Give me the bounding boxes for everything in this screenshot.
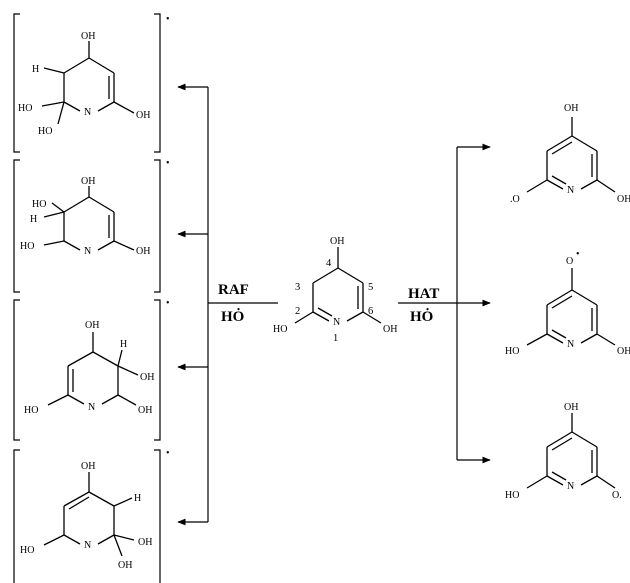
svg-text:HO: HO	[18, 103, 32, 114]
svg-text:OH: OH	[617, 194, 630, 205]
raf-adduct-2: • OH HO H HO N OH	[13, 158, 170, 293]
hat-label: HAT	[408, 286, 439, 302]
raf-adduct-3: • OH H OH HO N OH	[13, 298, 170, 441]
hat-reagent: HȮ	[410, 308, 433, 325]
svg-text:OH: OH	[136, 246, 150, 257]
svg-text:H: H	[120, 339, 127, 350]
atom-number-2: 2	[295, 306, 300, 317]
svg-text:H: H	[32, 64, 39, 75]
hat-branch: HAT HȮ	[398, 143, 491, 464]
svg-text:OH: OH	[140, 372, 154, 383]
svg-text:OH: OH	[138, 405, 152, 416]
hat-product-3: OH N HO O.	[505, 402, 622, 501]
svg-text:N: N	[567, 481, 574, 492]
svg-text:•: •	[576, 249, 580, 260]
svg-text:H: H	[134, 493, 141, 504]
central-molecule: OH N HO OH 1 2 3 4 5 6	[273, 236, 397, 344]
svg-text:OH: OH	[85, 320, 99, 331]
central-oh-4: OH	[330, 236, 344, 247]
hat-product-2: O • N HO OH	[505, 249, 630, 357]
svg-text:N: N	[567, 185, 574, 196]
svg-text:OH: OH	[81, 176, 95, 187]
raf-adduct-1: • OH H HO HO N OH	[13, 13, 170, 153]
svg-text:OH: OH	[138, 537, 152, 548]
radical-dot-1: •	[166, 14, 170, 25]
raf-reagent: HȮ	[221, 308, 244, 325]
svg-text:OH: OH	[136, 110, 150, 121]
atom-number-6: 6	[368, 306, 373, 317]
atom-number-5: 5	[368, 282, 373, 293]
svg-text:N: N	[84, 246, 91, 257]
svg-text:OH: OH	[564, 103, 578, 114]
raf-branch: RAF HȮ	[177, 83, 278, 526]
svg-text:OH: OH	[81, 461, 95, 472]
hat-product-1: OH N .O OH	[510, 103, 630, 205]
central-oh-6: OH	[383, 324, 397, 335]
svg-text:OH: OH	[617, 346, 630, 357]
atom-number-3: 3	[295, 282, 300, 293]
svg-text:N: N	[88, 402, 95, 413]
svg-text:O.: O.	[612, 490, 622, 501]
svg-text:HO: HO	[505, 490, 519, 501]
radical-dot-2: •	[166, 158, 170, 169]
svg-text:N: N	[84, 107, 91, 118]
svg-text:HO: HO	[20, 545, 34, 556]
svg-text:N: N	[567, 339, 574, 350]
svg-text:N: N	[84, 540, 91, 551]
svg-text:OH: OH	[564, 402, 578, 413]
atom-number-1: 1	[333, 333, 338, 344]
svg-text:OH: OH	[81, 31, 95, 42]
central-n: N	[333, 317, 340, 328]
svg-text:OH: OH	[118, 560, 132, 571]
svg-text:HO: HO	[505, 346, 519, 357]
svg-text:HO: HO	[32, 199, 46, 210]
svg-text:.O: .O	[510, 194, 520, 205]
svg-text:O: O	[566, 256, 573, 267]
raf-label: RAF	[218, 282, 249, 298]
raf-adduct-4: • OH H OH OH HO N	[13, 448, 170, 583]
svg-text:HO: HO	[20, 241, 34, 252]
atom-number-4: 4	[326, 258, 332, 269]
central-ho-2: HO	[273, 324, 287, 335]
radical-dot-3: •	[166, 298, 170, 309]
svg-text:H: H	[30, 214, 37, 225]
radical-dot-4: •	[166, 448, 170, 459]
svg-text:HO: HO	[24, 405, 38, 416]
svg-text:HO: HO	[38, 126, 52, 137]
